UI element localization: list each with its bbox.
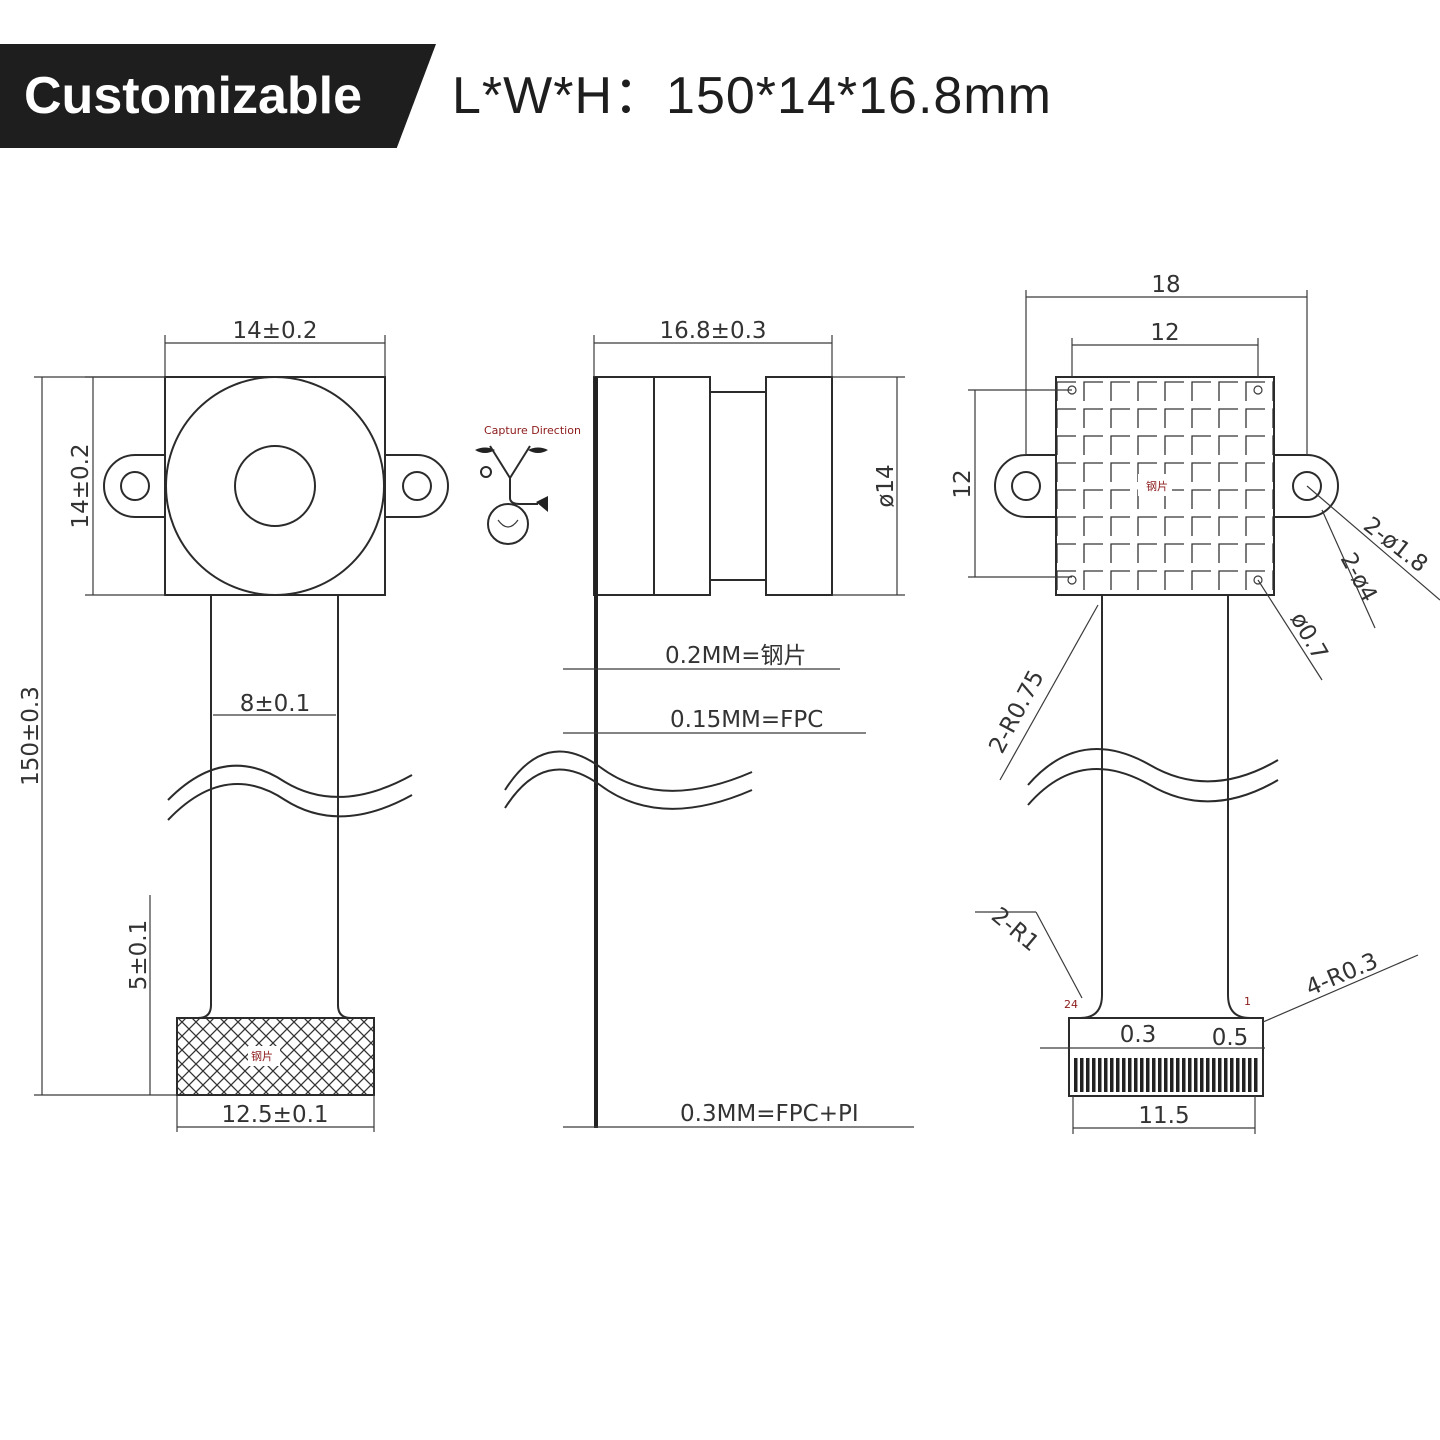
dim-back-vertical: 12: [950, 469, 976, 498]
left-mount-ear: [103, 454, 165, 518]
left-mount-hole: [120, 471, 150, 501]
break-line-side-a: [504, 768, 753, 810]
break-line-side-b: [504, 750, 753, 792]
stiffener-label-box: [248, 1046, 280, 1066]
dim-fpc-width: 8±0.1: [240, 691, 310, 717]
dim-side-height: 16.8±0.3: [659, 318, 766, 344]
right-mount-hole: [402, 471, 432, 501]
back-right-ear: [1274, 454, 1339, 518]
dim-front-height: 14±0.2: [68, 443, 94, 528]
callout-mount-hole-b: 2-ø4: [1335, 549, 1382, 607]
capture-direction-label: Capture Direction: [484, 424, 581, 437]
dim-front-width: 14±0.2: [232, 318, 317, 344]
dim-back-connector-width: 11.5: [1138, 1103, 1189, 1129]
pin-first-label: 1: [1244, 995, 1251, 1008]
break-line-back-a: [1027, 768, 1279, 806]
banner-label: Customizable: [24, 67, 363, 125]
layer-fpc-label: 0.15MM=FPC: [670, 707, 823, 733]
back-view: 钢片 18 12 12 2-ø1.8 2-ø4 ø0.7 2-R0.75 2-R…: [950, 272, 1440, 1134]
break-line-front-a: [167, 783, 413, 821]
overall-dimensions: L*W*H：150*14*16.8mm: [452, 67, 1052, 125]
dim-stiffener-height: 5±0.1: [126, 920, 152, 990]
callout-small-hole: ø0.7: [1285, 608, 1333, 665]
banner-background: [0, 44, 436, 148]
callout-mount-hole-a: 2-ø1.8: [1358, 512, 1432, 578]
back-fpc-outline: [1079, 595, 1251, 1019]
back-stiffener-mark: 钢片: [1146, 480, 1168, 493]
side-holder-front: [593, 376, 655, 596]
fpc-cable-outline: [197, 595, 352, 1019]
side-view: 16.8±0.3 ø14 0.2MM=钢片 0.15MM=FPC 0.3MM=F…: [504, 318, 914, 1128]
dim-pin-offset: 0.5: [1212, 1025, 1249, 1051]
back-left-hole: [1011, 471, 1041, 501]
dim-connector-width: 12.5±0.1: [221, 1102, 328, 1128]
dim-lens-diameter: ø14: [873, 464, 899, 507]
customizable-banner: Customizable: [0, 44, 436, 148]
dim-total-length: 150±0.3: [18, 686, 44, 786]
side-lens-neck: [709, 391, 767, 581]
back-right-hole: [1292, 471, 1322, 501]
front-view: 钢片 14±0.2 14±0.2 150±0.3 8±0.1 5±0.1 12.…: [18, 318, 449, 1132]
side-holder-mid: [653, 376, 711, 596]
break-line-front-b: [167, 764, 413, 801]
callout-radius-top: 2-R0.75: [984, 666, 1049, 758]
dim-back-overall: 18: [1151, 272, 1180, 298]
dim-pin-pitch: 0.3: [1120, 1022, 1157, 1048]
right-mount-ear: [385, 454, 449, 518]
callout-radius-bottom: 2-R1: [986, 903, 1044, 957]
pin-last-label: 24: [1064, 998, 1078, 1011]
capture-direction-symbol: Capture Direction: [475, 424, 581, 545]
callout-radius-corner: 4-R0.3: [1302, 948, 1382, 1001]
back-left-ear: [994, 454, 1056, 518]
lens-barrel-circle: [165, 376, 385, 596]
back-connector-pins: [1073, 1058, 1259, 1092]
lens-glass-circle: [234, 445, 316, 527]
side-lens-cap: [765, 376, 833, 596]
layer-steel-label: 0.2MM=钢片: [665, 643, 807, 669]
back-connector-outline: [1068, 1017, 1264, 1097]
break-line-back-b: [1027, 748, 1279, 786]
dim-back-hole-spacing: 12: [1150, 320, 1179, 346]
layer-fpc-pi-label: 0.3MM=FPC+PI: [680, 1101, 859, 1127]
stiffener-mark: 钢片: [251, 1050, 273, 1063]
